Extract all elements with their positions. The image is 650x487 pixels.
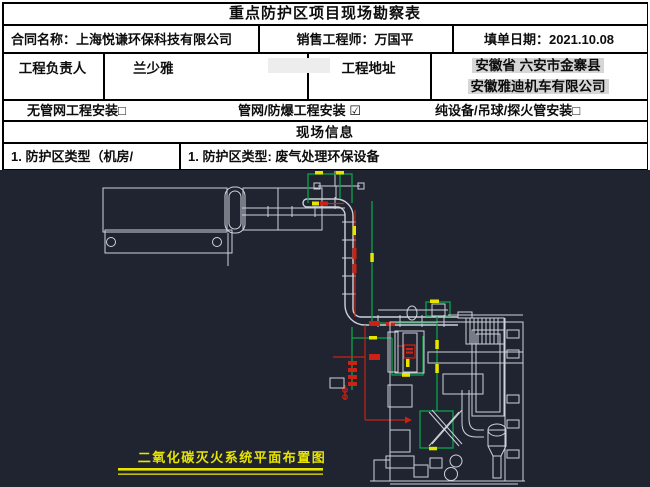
fill-date-cell: 填单日期：2021.10.08	[452, 25, 646, 53]
address-line-1: 安徽省 六安市金寨县	[430, 55, 646, 76]
contract-name-cell: 合同名称：上海悦谦环保科技有限公司	[2, 25, 267, 53]
zone-type-left-cell: 1. 防护区类型（机房/	[11, 149, 134, 164]
highlight-smudge	[268, 58, 330, 73]
caption-underline-thick	[118, 468, 323, 471]
sales-engineer-cell: 销售工程师：万国平	[258, 25, 452, 53]
site-info-header: 现场信息	[296, 125, 354, 140]
install-option-pipe-network-checked: 管网/防爆工程安装 ☑	[238, 103, 361, 118]
grid-line	[2, 52, 648, 54]
drawing-caption-text: 二氧化碳灭火系统平面布置图	[138, 450, 327, 465]
contract-name-value: 上海悦谦环保科技有限公司	[76, 32, 233, 47]
table-border-bottom	[2, 168, 648, 170]
fill-date-value: 2021.10.08	[548, 32, 615, 47]
grid-line	[2, 120, 648, 122]
grid-line	[430, 53, 432, 100]
address-line-2: 安徽雅迪机车有限公司	[430, 76, 646, 97]
cad-plan-drawing: 二氧化碳灭火系统平面布置图	[0, 170, 650, 487]
grid-line	[2, 24, 648, 26]
table-border-left	[2, 2, 4, 170]
sales-engineer-label: 销售工程师：	[296, 32, 375, 47]
install-option-equipment-only: 纯设备/吊球/探火管安装□	[435, 103, 581, 118]
project-manager-label-cell: 工程负责人	[18, 61, 87, 76]
grid-line	[307, 53, 309, 100]
caption-underline-thin	[118, 473, 323, 475]
page-title: 重点防护区项目现场勘察表	[228, 5, 421, 22]
project-manager-value: 兰少雅	[133, 61, 174, 76]
install-option-no-pipe-network: 无管网工程安装□	[27, 103, 126, 118]
table-border-top	[2, 2, 648, 4]
project-address-label-cell: 工程地址	[341, 61, 396, 76]
grid-line	[258, 25, 260, 53]
grid-line	[2, 142, 648, 144]
grid-line	[179, 143, 181, 170]
yellow-nozzle-markers	[312, 171, 439, 451]
drawing-caption: 二氧化碳灭火系统平面布置图	[118, 450, 327, 475]
grid-line	[2, 99, 648, 101]
contract-name-label: 合同名称：	[11, 32, 77, 47]
grid-line	[103, 53, 105, 100]
project-manager-value-cell: 兰少雅	[103, 53, 330, 100]
grid-line	[452, 25, 454, 53]
cad-background	[0, 170, 650, 487]
zone-type-right-cell: 1. 防护区类型: 废气处理环保设备	[188, 149, 380, 164]
sales-engineer-value: 万国平	[374, 32, 414, 47]
table-border-right	[646, 2, 648, 170]
project-address-value-cell: 安徽省 六安市金寨县 安徽雅迪机车有限公司	[430, 53, 646, 100]
left-machine-outline	[102, 186, 345, 266]
protected-equipment-outline	[329, 305, 525, 485]
fill-date-label: 填单日期：	[483, 32, 549, 47]
